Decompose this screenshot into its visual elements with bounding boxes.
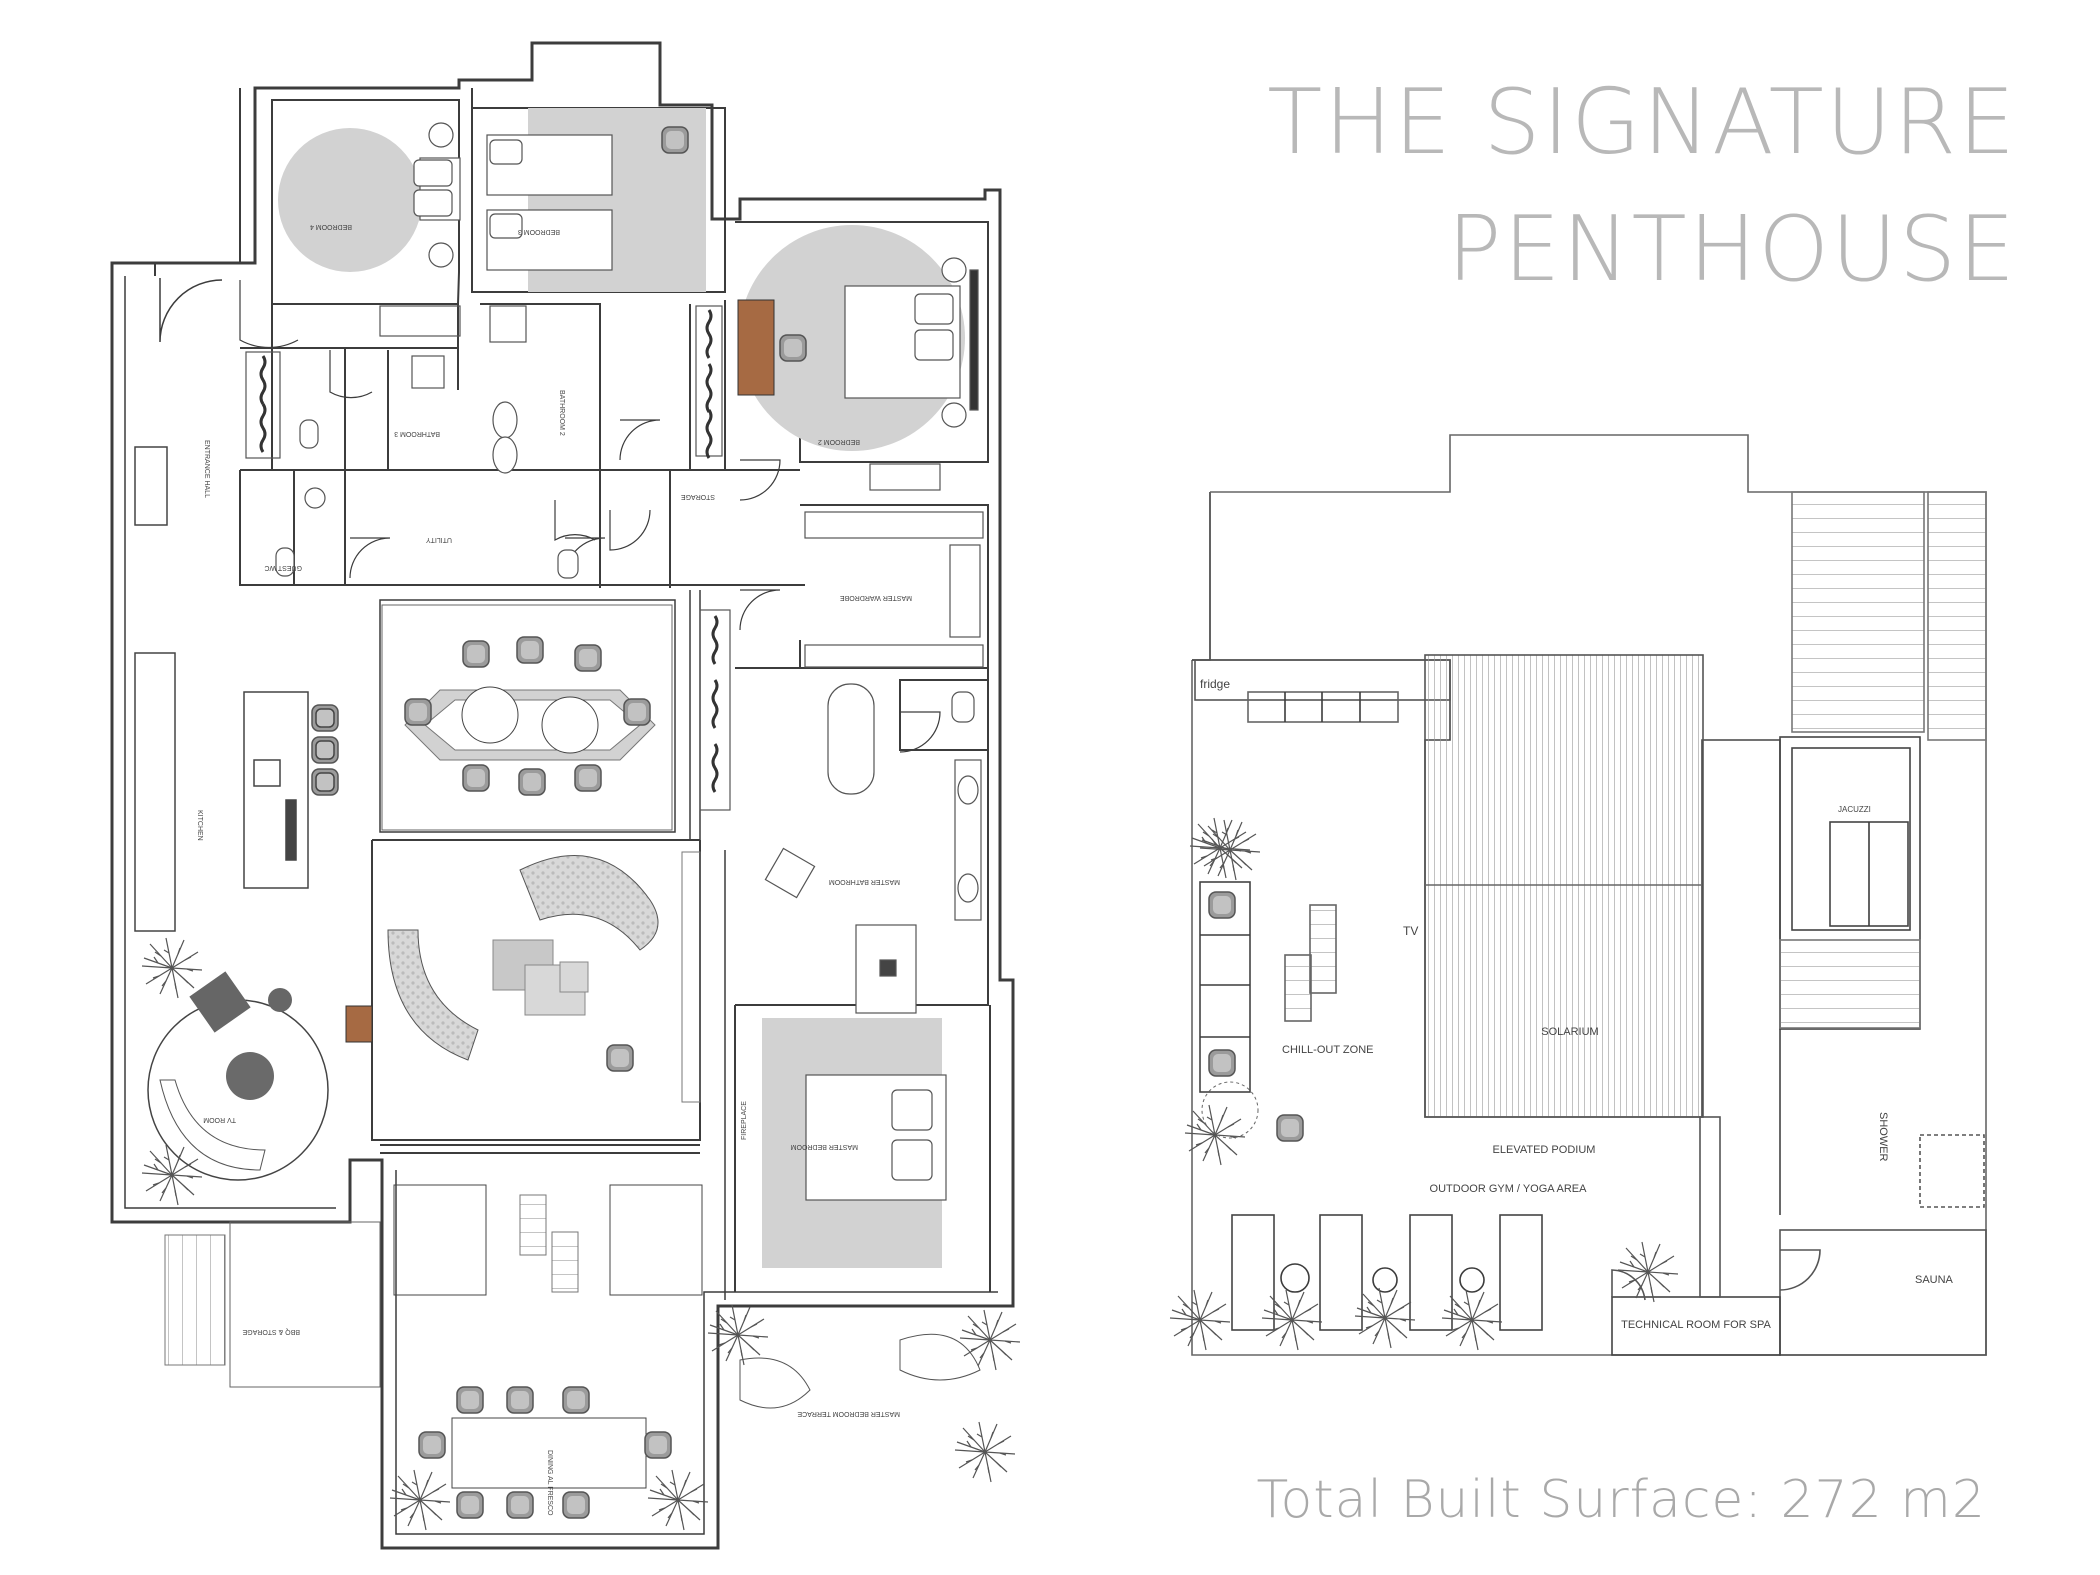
total-surface-caption: Total Built Surface: 272 m2 xyxy=(1256,1470,1986,1530)
al-fresco-dining xyxy=(389,1184,709,1531)
dining-room xyxy=(381,604,673,831)
label-bedroom2: BEDROOM 2 xyxy=(818,438,860,445)
label-tech: TECHNICAL ROOM FOR SPA xyxy=(1621,1319,1771,1331)
label-fireplace: FIREPLACE xyxy=(741,1101,748,1140)
label-bathroom2: BATHROOM 2 xyxy=(558,390,565,436)
label-master-wardrobe: MASTER WARDROBE xyxy=(840,594,912,601)
label-master-bathroom: MASTER BATHROOM xyxy=(829,878,900,885)
label-tv: TV xyxy=(1403,924,1418,938)
label-bbq: BBQ & STORAGE xyxy=(242,1328,300,1335)
label-bedroom3: BEDROOM 3 xyxy=(518,228,560,235)
bathroom-fixtures xyxy=(275,305,579,579)
label-utility: UTILITY xyxy=(426,536,452,543)
label-fridge: fridge xyxy=(1200,677,1230,691)
rooftop-plants xyxy=(1169,817,1679,1351)
label-master-bedroom: MASTER BEDROOM xyxy=(791,1143,858,1150)
label-chill: CHILL-OUT ZONE xyxy=(1282,1044,1373,1056)
wardrobes xyxy=(245,305,984,811)
label-guest-wc: GUEST WC xyxy=(264,564,302,571)
label-podium: ELEVATED PODIUM xyxy=(1493,1144,1596,1156)
living-room xyxy=(387,851,701,1103)
label-storage: STORAGE xyxy=(681,493,715,500)
tv-room xyxy=(141,937,329,1206)
label-gym: OUTDOOR GYM / YOGA AREA xyxy=(1430,1183,1588,1195)
master-bathroom xyxy=(764,683,982,1014)
label-dining: DINING AL FRESCO xyxy=(546,1450,553,1516)
label-solarium: SOLARIUM xyxy=(1541,1026,1598,1038)
label-kitchen: KITCHEN xyxy=(196,810,203,841)
label-sauna: SAUNA xyxy=(1915,1274,1954,1286)
kitchen-furniture xyxy=(134,446,339,932)
bbq-terrace xyxy=(164,1221,1021,1483)
label-bedroom4: BEDROOM 4 xyxy=(310,223,352,230)
beds xyxy=(413,122,979,1181)
label-tv-room: TV ROOM xyxy=(203,1116,236,1123)
label-bathroom3: BATHROOM 3 xyxy=(394,430,440,437)
label-entrance: ENTRANCE HALL xyxy=(203,440,210,498)
label-shower: SHOWER xyxy=(1877,1112,1889,1162)
rooftop-plan xyxy=(1191,434,1987,1356)
label-master-terrace: MASTER BEDROOM TERRACE xyxy=(797,1410,900,1417)
label-jacuzzi: JACUZZI xyxy=(1838,805,1871,814)
room-labels: BEDROOM 4 BEDROOM 3 BEDROOM 2 BATHROOM 3… xyxy=(196,223,912,1516)
title-line-2: PENTHOUSE xyxy=(1447,197,2017,302)
rooftop-labels: fridge TV CHILL-OUT ZONE SOLARIUM ELEVAT… xyxy=(1200,677,1954,1331)
title-line-1: THE SIGNATURE xyxy=(1267,70,2017,175)
